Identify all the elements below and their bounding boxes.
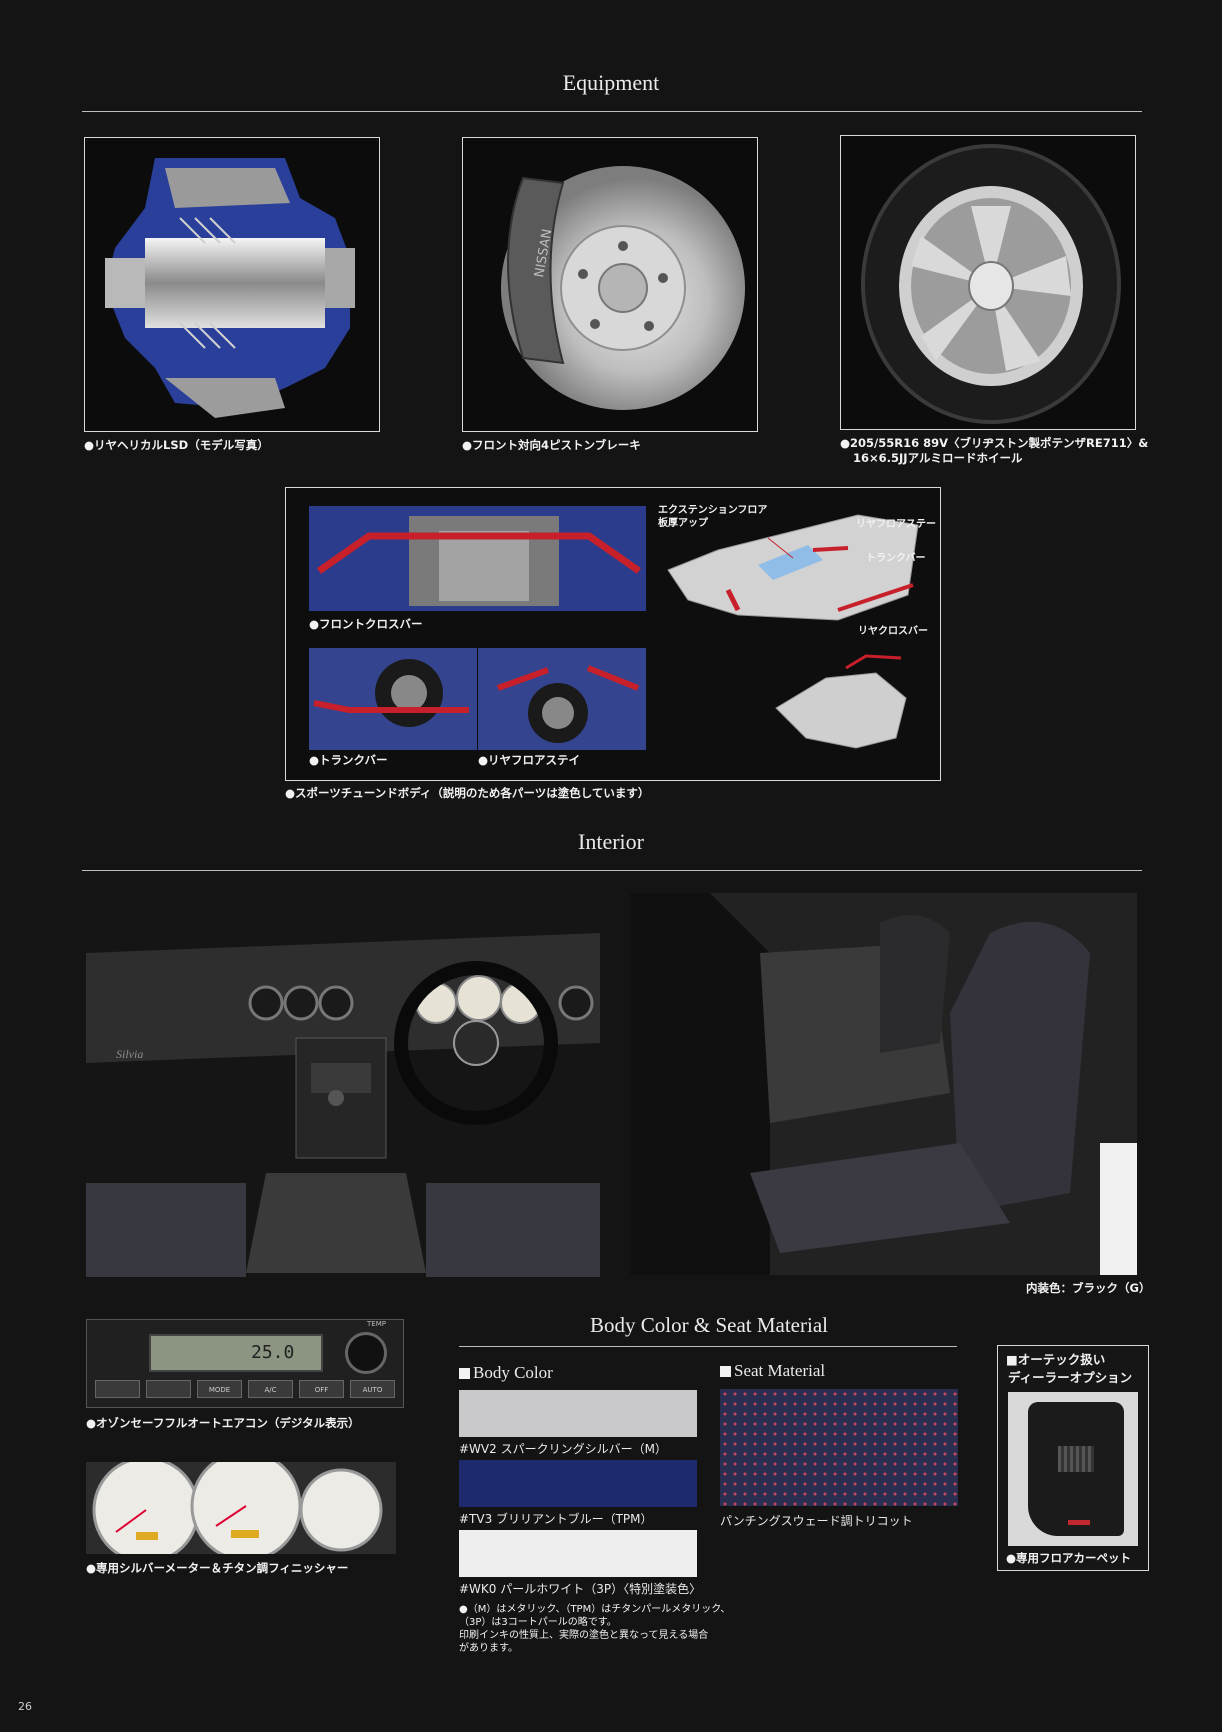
temp-label: TEMP bbox=[367, 1320, 386, 1328]
silvia-emblem: Silvia bbox=[116, 1047, 143, 1061]
swatch-pearl-white bbox=[459, 1530, 697, 1577]
floor-carpet-photo bbox=[1008, 1392, 1138, 1546]
floor-carpet-caption: ●専用フロアカーペット bbox=[1006, 1551, 1132, 1565]
color-note-1: ●（M）はメタリック、（TPM）はチタンパールメタリック、 bbox=[459, 1604, 731, 1615]
sport-tuned-body-caption: ●スポーツチューンドボディ（説明のため各パーツは塗色しています） bbox=[285, 786, 650, 800]
ac-button[interactable]: A/C bbox=[248, 1380, 293, 1398]
seat-material-heading: Seat Material bbox=[720, 1361, 825, 1381]
extension-floor-label-1: エクステンションフロア bbox=[658, 505, 768, 516]
swatch-brilliant-blue bbox=[459, 1460, 697, 1507]
dashboard-photo: Silvia bbox=[86, 893, 600, 1277]
rear-crossbar-label: リヤクロスバー bbox=[858, 626, 928, 637]
floor-carpet-mat bbox=[1028, 1402, 1124, 1536]
interior-rule bbox=[82, 870, 1142, 871]
equipment-title: Equipment bbox=[562, 70, 660, 95]
trunk-bar-caption: ●トランクバー bbox=[309, 753, 388, 767]
floor-diagram bbox=[667, 514, 919, 621]
page-number: 26 bbox=[18, 1700, 32, 1713]
seat-photo bbox=[630, 893, 1137, 1275]
carpet-heel-pad bbox=[1058, 1446, 1094, 1472]
color-note-4: があります。 bbox=[459, 1643, 518, 1654]
brake-caption: ●フロント対向4ピストンブレーキ bbox=[462, 438, 641, 452]
tire-photo bbox=[840, 135, 1136, 430]
auto-button[interactable]: AUTO bbox=[350, 1380, 395, 1398]
equipment-rule bbox=[82, 111, 1142, 112]
climate-display: 25.0 bbox=[149, 1334, 323, 1372]
meter-photo bbox=[86, 1462, 396, 1554]
temp-dial[interactable] bbox=[345, 1332, 387, 1374]
tire-caption-line-1: ●205/55R16 89V〈ブリヂストン製ポテンザRE711〉& bbox=[840, 436, 1149, 450]
dealer-option-box: ■オーテック扱い ディーラーオプション ●専用フロアカーペット bbox=[997, 1345, 1149, 1571]
front-crossbar-caption: ●フロントクロスバー bbox=[309, 617, 423, 631]
swatch-sparkling-silver bbox=[459, 1390, 697, 1437]
rear-floor-stay-label: リヤフロアステー bbox=[856, 519, 936, 530]
body-color-section-title: Body Color & Seat Material bbox=[590, 1313, 828, 1337]
color-note-2: （3P）は3コートパールの略です。 bbox=[459, 1617, 617, 1628]
rear-floor-stay-photo bbox=[478, 648, 646, 750]
interior-color-caption: 内装色：ブラック（G） bbox=[1026, 1281, 1151, 1295]
swatch-label-white: #WK0 パールホワイト（3P）〈特別塗装色〉 bbox=[459, 1582, 702, 1596]
lsd-caption: ●リヤヘリカルLSD（モデル写真） bbox=[84, 438, 269, 452]
dealer-option-title-2: ディーラーオプション bbox=[1008, 1370, 1133, 1385]
color-note-3: 印刷インキの性質上、実際の塗色と異なって見える場合 bbox=[459, 1630, 709, 1641]
sport-tuned-body-panel: ●フロントクロスバー ●トランクバー ●リヤフロアステイ エクステンションフロア… bbox=[285, 487, 941, 781]
trunk-bar-photo bbox=[309, 648, 477, 750]
swatch-label-silver: #WV2 スパークリングシルバー（M） bbox=[459, 1442, 667, 1456]
defrost-button[interactable] bbox=[95, 1380, 140, 1398]
climate-caption: ●オゾンセーフフルオートエアコン（デジタル表示） bbox=[86, 1416, 360, 1430]
climate-control-photo: 25.0 TEMP MODE A/C OFF AUTO bbox=[86, 1319, 404, 1408]
autech-badge bbox=[1068, 1520, 1090, 1525]
body-color-heading: Body Color bbox=[459, 1363, 553, 1383]
lsd-photo bbox=[84, 137, 380, 432]
dealer-option-title-1: ■オーテック扱い bbox=[1006, 1352, 1106, 1367]
rear-crossbar-diagram bbox=[775, 654, 907, 749]
seat-material-caption: パンチングスウェード調トリコット bbox=[720, 1514, 913, 1528]
tire-caption-line-2: 16×6.5JJアルミロードホイール bbox=[853, 451, 1023, 465]
brake-photo: NISSAN bbox=[462, 137, 758, 432]
off-button[interactable]: OFF bbox=[299, 1380, 344, 1398]
interior-title: Interior bbox=[578, 829, 644, 854]
mode-button[interactable]: MODE bbox=[197, 1380, 242, 1398]
body-color-rule bbox=[459, 1346, 957, 1347]
meter-caption: ●専用シルバーメーター＆チタン調フィニッシャー bbox=[86, 1561, 349, 1575]
swatch-label-blue: #TV3 ブリリアントブルー（TPM） bbox=[459, 1512, 653, 1526]
front-crossbar-photo bbox=[309, 506, 646, 611]
seat-material-swatch bbox=[720, 1389, 958, 1506]
fan-button[interactable] bbox=[146, 1380, 191, 1398]
trunk-bar-label: トランクバー bbox=[866, 553, 926, 564]
climate-temp-readout: 25.0 bbox=[251, 1342, 295, 1363]
climate-button-row: MODE A/C OFF AUTO bbox=[95, 1380, 395, 1398]
extension-floor-label-2: 板厚アップ bbox=[658, 518, 708, 529]
rear-floor-stay-caption: ●リヤフロアステイ bbox=[478, 753, 581, 767]
